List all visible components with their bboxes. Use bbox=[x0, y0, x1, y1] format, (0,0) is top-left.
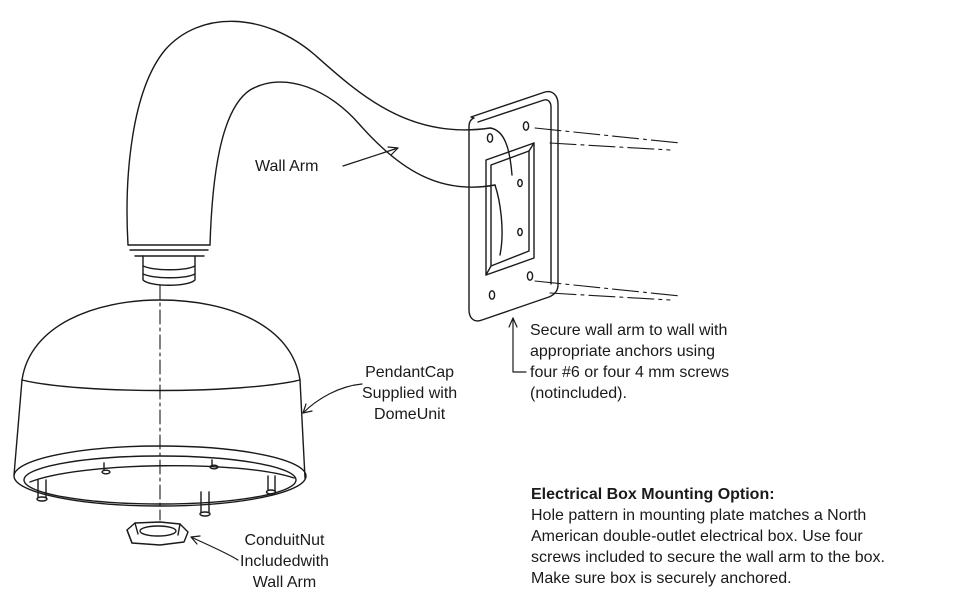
secure-note-line-2: appropriate anchors using bbox=[530, 343, 716, 360]
electrical-box-line-4: Make sure box is securely anchored. bbox=[531, 570, 792, 587]
electrical-box-note: Electrical Box Mounting Option: Hole pat… bbox=[531, 484, 885, 589]
pendant-cap-line-2: Supplied with bbox=[362, 385, 458, 402]
screw-center-lines bbox=[534, 127, 681, 301]
pendant-cap-line-1: PendantCap bbox=[365, 364, 455, 381]
secure-note: Secure wall arm to wall with appropriate… bbox=[530, 320, 729, 404]
wall-arm bbox=[126, 20, 513, 286]
secure-note-line-1: Secure wall arm to wall with bbox=[530, 322, 728, 339]
pendant-cap-label: PendantCap Supplied with DomeUnit bbox=[362, 362, 457, 425]
mounting-plate bbox=[468, 90, 559, 322]
secure-note-line-4: (notincluded). bbox=[530, 385, 627, 402]
electrical-box-line-3: screws included to secure the wall arm t… bbox=[531, 549, 885, 566]
secure-note-line-3: four #6 or four 4 mm screws bbox=[530, 364, 730, 381]
electrical-box-line-1: Hole pattern in mounting plate matches a… bbox=[531, 507, 867, 524]
conduit-nut-line-1: ConduitNut bbox=[244, 532, 325, 549]
electrical-box-heading: Electrical Box Mounting Option: bbox=[531, 486, 775, 503]
conduit-nut bbox=[126, 521, 189, 546]
leader-lines bbox=[190, 146, 527, 561]
pendant-cap-line-3: DomeUnit bbox=[374, 406, 446, 423]
conduit-nut-line-2: Includedwith bbox=[240, 553, 329, 570]
pendant-cap bbox=[13, 299, 307, 517]
wall-arm-label: Wall Arm bbox=[255, 158, 319, 175]
conduit-nut-label: ConduitNut Includedwith Wall Arm bbox=[240, 530, 329, 593]
electrical-box-line-2: American double-outlet electrical box. U… bbox=[531, 528, 863, 545]
conduit-nut-line-3: Wall Arm bbox=[252, 574, 317, 591]
